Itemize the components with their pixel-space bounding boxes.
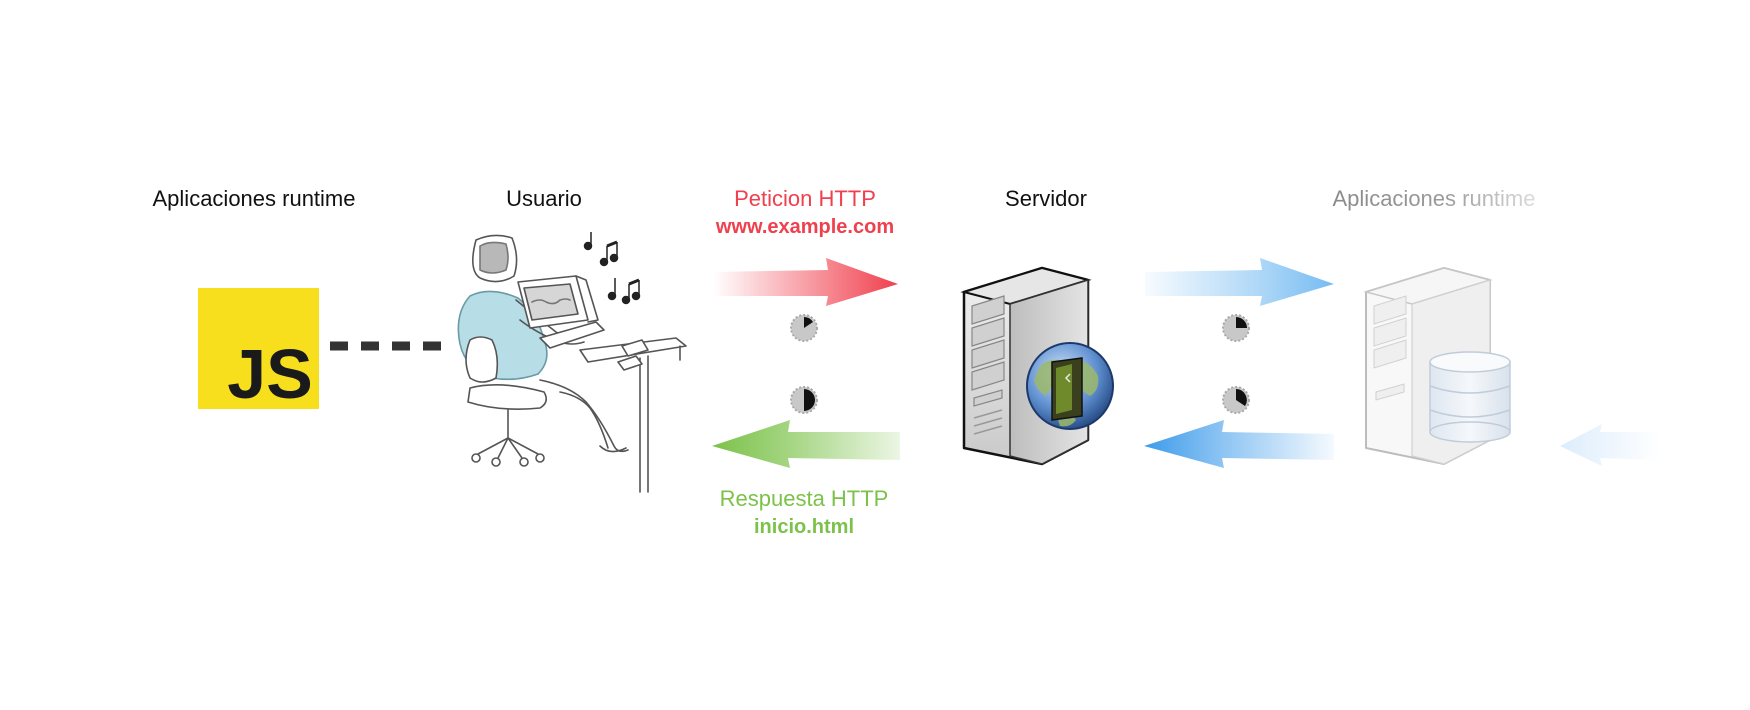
backend-request-arrow [1145, 258, 1334, 306]
response-label: Respuesta HTTP [719, 486, 889, 511]
javascript-logo: JS [198, 288, 319, 413]
timer-icon [790, 386, 818, 414]
web-server-icon [960, 266, 1114, 466]
request-arrow [713, 258, 898, 306]
js-logo-text: JS [227, 335, 313, 413]
response-arrow [712, 420, 900, 468]
request-label: Peticion HTTP [734, 186, 876, 211]
faded-arrow [1560, 424, 1660, 466]
user-at-computer-icon [457, 234, 687, 493]
runtime-right-label: Aplicaciones runtime [1332, 186, 1536, 211]
timer-icon [1222, 314, 1250, 342]
runtime-left-label: Aplicaciones runtime [152, 186, 356, 211]
database-server-icon [1363, 267, 1511, 465]
music-notes-icon [583, 232, 641, 305]
request-url: www.example.com [715, 216, 895, 238]
timer-icon [1222, 386, 1250, 414]
timer-icon [790, 314, 818, 342]
user-label: Usuario [506, 186, 582, 211]
backend-response-arrow [1144, 420, 1334, 468]
response-file: inicio.html [754, 516, 854, 538]
server-label: Servidor [1005, 186, 1087, 211]
